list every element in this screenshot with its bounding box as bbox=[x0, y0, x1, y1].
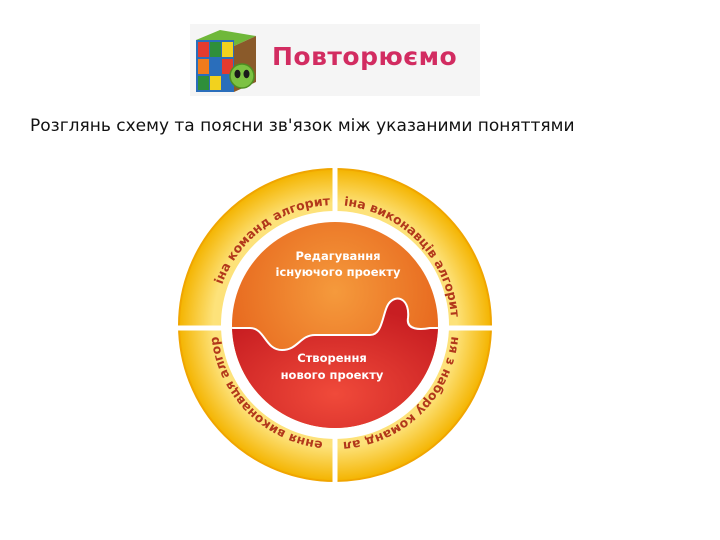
concept-circle-diagram: Зміна команд алгоритму Зміна виконавців … bbox=[170, 160, 494, 484]
lesson-banner: Повторюємо bbox=[190, 24, 480, 96]
center-bottom-region bbox=[232, 297, 438, 428]
center-top-line1: Редагування bbox=[295, 249, 380, 263]
center-bottom-line2: нового проекту bbox=[281, 368, 384, 382]
section-title: Повторюємо bbox=[272, 42, 458, 71]
ring-dividers bbox=[176, 166, 494, 484]
instruction-text: Розглянь схему та поясни зв'язок між ука… bbox=[30, 116, 575, 136]
center-top-line2: існуючого проекту bbox=[276, 265, 401, 279]
center-bottom-line1: Створення bbox=[297, 351, 367, 365]
rubik-cube-icon bbox=[196, 30, 256, 92]
